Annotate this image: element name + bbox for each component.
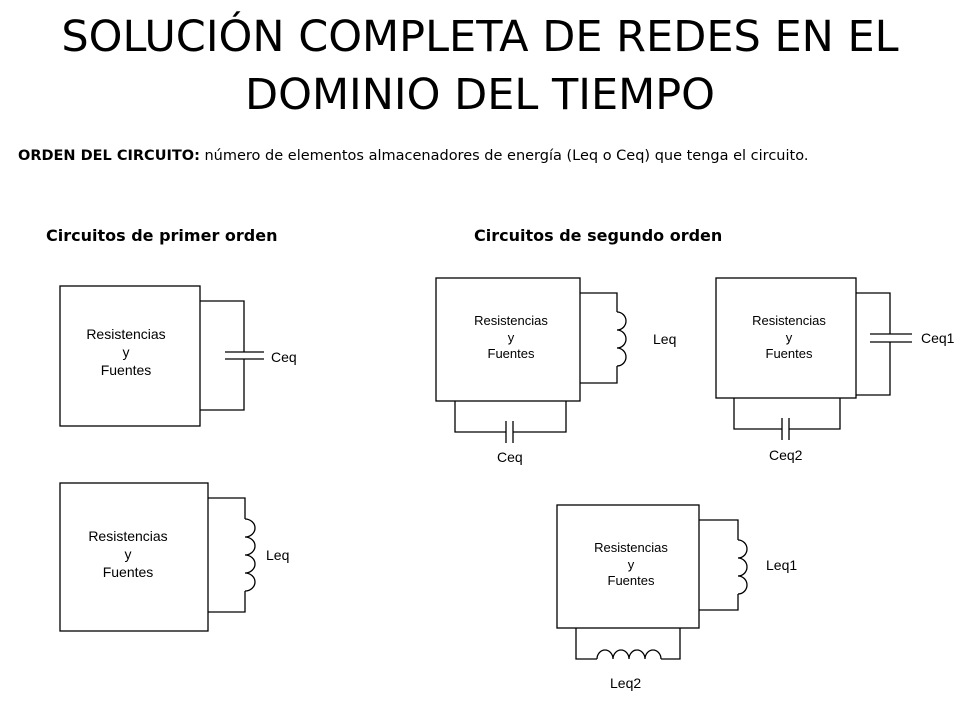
block-label-line3: Fuentes: [608, 573, 655, 588]
wire: [208, 591, 246, 613]
wire: [856, 292, 891, 334]
block-label-line1: Resistencias: [752, 313, 826, 328]
block-label: Resistencias y Fuentes: [88, 528, 167, 580]
title-line-1: SOLUCIÓN COMPLETA DE REDES EN EL: [61, 12, 899, 62]
source-block: [59, 482, 209, 632]
leq-label: Leq: [266, 547, 289, 563]
ceq-label: Ceq: [271, 349, 297, 365]
block-label: Resistencias y Fuentes: [474, 313, 548, 361]
block-label-line1: Resistencias: [594, 540, 668, 555]
capacitor-symbol: [870, 333, 912, 343]
source-block: [715, 277, 857, 399]
ceq-label: Ceq: [497, 449, 523, 465]
block-label-line3: Fuentes: [101, 362, 152, 378]
wire: [661, 628, 681, 660]
circuit-order-definition: ORDEN DEL CIRCUITO: número de elementos …: [18, 143, 886, 169]
block-label-line1: Resistencias: [474, 313, 548, 328]
block-label-line1: Resistencias: [88, 528, 167, 544]
wire: [580, 292, 618, 312]
ceq1-label: Ceq1: [921, 330, 955, 346]
block-label-line2: y: [125, 546, 132, 562]
capacitor-symbol: [781, 418, 790, 440]
capacitor-symbol: [225, 351, 264, 360]
block-label-line2: y: [786, 330, 793, 345]
inductor-symbol: [616, 311, 627, 367]
block-label-line2: y: [123, 344, 130, 360]
circuit-second-order-ll: Resistencias y Fuentes Leq1 Leq2: [556, 504, 797, 691]
block-label-line3: Fuentes: [103, 564, 154, 580]
wire: [733, 398, 782, 430]
definition-term: ORDEN DEL CIRCUITO:: [18, 148, 200, 164]
leq1-label: Leq1: [766, 557, 797, 573]
second-order-heading: Circuitos de segundo orden: [474, 226, 723, 245]
block-label-line2: y: [508, 330, 515, 345]
wire: [575, 628, 597, 660]
circuit-first-order-inductor: Resistencias y Fuentes Leq: [59, 482, 289, 632]
wire: [208, 497, 246, 519]
circuit-first-order-capacitor: Resistencias y Fuentes Ceq: [59, 285, 297, 427]
block-label-line3: Fuentes: [766, 346, 813, 361]
block-label-line2: y: [628, 557, 635, 572]
block-label-line1: Resistencias: [86, 326, 165, 342]
definition-text: número de elementos almacenadores de ene…: [199, 148, 809, 164]
block-label-line3: Fuentes: [488, 346, 535, 361]
source-block: [435, 277, 581, 402]
circuit-second-order-lc: Resistencias y Fuentes Leq Ceq: [435, 277, 676, 465]
block-label: Resistencias y Fuentes: [752, 313, 826, 361]
wire: [200, 300, 245, 352]
inductor-symbol: [737, 539, 748, 595]
first-order-heading: Circuitos de primer orden: [46, 226, 278, 245]
source-block: [556, 504, 700, 629]
wire: [699, 594, 739, 611]
title-line-2: DOMINIO DEL TIEMPO: [245, 70, 715, 120]
wire: [454, 401, 506, 433]
source-block: [59, 285, 201, 427]
wire: [699, 519, 739, 540]
wire: [856, 342, 891, 396]
wire: [200, 359, 245, 411]
leq2-label: Leq2: [610, 675, 641, 691]
wire: [789, 398, 841, 430]
block-label: Resistencias y Fuentes: [594, 540, 668, 588]
ceq2-label: Ceq2: [769, 447, 803, 463]
block-label: Resistencias y Fuentes: [86, 326, 165, 378]
wire: [513, 401, 567, 433]
inductor-symbol: [244, 518, 256, 592]
inductor-symbol: [596, 649, 662, 660]
leq-label: Leq: [653, 331, 676, 347]
capacitor-symbol: [505, 421, 514, 443]
page-title: SOLUCIÓN COMPLETA DE REDES EN EL DOMINIO…: [0, 8, 960, 124]
wire: [580, 366, 618, 384]
circuit-second-order-cc: Resistencias y Fuentes Ceq1 Ceq2: [715, 277, 955, 463]
